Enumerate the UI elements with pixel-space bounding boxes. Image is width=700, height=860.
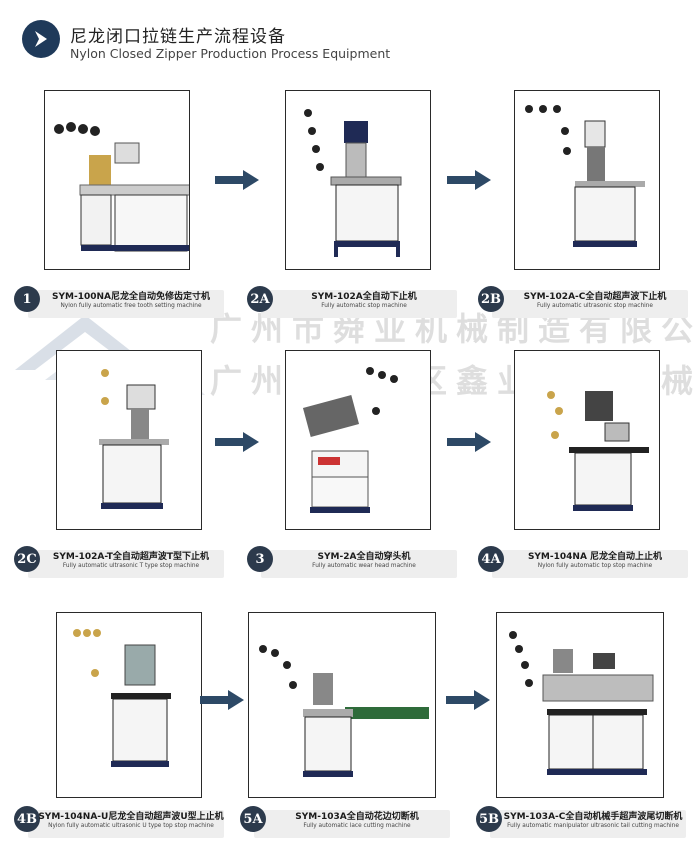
caption-bar [261,290,457,318]
caption-bar [492,550,688,578]
step-caption-3: 3 SYM-2A全自动穿头机 Fully automatic wear head… [247,546,457,580]
caption-bar [490,810,686,838]
step-title: SYM-104NA 尼龙全自动上止机 [527,552,663,562]
arrow-right-icon [215,432,259,452]
step-badge: 1 [14,286,40,312]
step-title: SYM-103A-C全自动机械手超声波尾切断机 [503,812,683,822]
step-subtitle: Fully automatic ultrasonic stop machine [537,303,653,309]
machine-photo-1 [44,90,190,270]
step-title: SYM-100NA尼龙全自动免修齿定寸机 [52,292,210,302]
machine-photo-4b [56,612,202,798]
step-title: SYM-102A-C全自动超声波下止机 [523,292,667,302]
step-title: SYM-102A全自动下止机 [311,292,417,302]
chevron-right-icon [22,20,60,58]
machine-photo-5b [496,612,664,798]
step-caption-4b: 4B SYM-104NA-U尼龙全自动超声波U型上止机 Nylon fully … [14,806,224,840]
step-badge: 4A [478,546,504,572]
caption-bar [28,550,224,578]
step-caption-1: 1 SYM-100NA尼龙全自动免修齿定寸机 Nylon fully autom… [14,286,224,320]
arrow-right-icon [447,170,491,190]
step-title: SYM-103A全自动花边切断机 [295,812,419,822]
step-badge: 5A [240,806,266,832]
step-subtitle: Fully automatic manipulator ultrasonic t… [507,823,679,829]
step-subtitle: Fully automatic ultrasonic T type stop m… [62,563,200,569]
step-caption-5a: 5A SYM-103A全自动花边切断机 Fully automatic lace… [240,806,450,840]
arrow-right-icon [446,690,490,710]
step-caption-5b: 5B SYM-103A-C全自动机械手超声波尾切断机 Fully automat… [476,806,686,840]
caption-bar [261,550,457,578]
machine-photo-4a [514,350,660,530]
step-subtitle: Nylon fully automatic free tooth setting… [60,303,202,309]
step-badge: 2B [478,286,504,312]
step-badge: 2A [247,286,273,312]
arrow-right-icon [447,432,491,452]
step-subtitle: Fully automatic lace cutting machine [303,823,411,829]
page-header: 尼龙闭口拉链生产流程设备 Nylon Closed Zipper Product… [22,18,682,68]
arrow-right-icon [215,170,259,190]
step-title: SYM-104NA-U尼龙全自动超声波U型上止机 [38,812,224,822]
step-subtitle: Nylon fully automatic ultrasonic U type … [48,823,214,829]
machine-photo-2a [285,90,431,270]
arrow-right-icon [200,690,244,710]
step-badge: 3 [247,546,273,572]
step-subtitle: Nylon fully automatic top stop machine [537,563,653,569]
step-title: SYM-102A-T全自动超声波T型下止机 [52,552,210,562]
step-title: SYM-2A全自动穿头机 [317,552,411,562]
step-badge: 4B [14,806,40,832]
step-caption-2b: 2B SYM-102A-C全自动超声波下止机 Fully automatic u… [478,286,688,320]
caption-bar [492,290,688,318]
step-caption-2a: 2A SYM-102A全自动下止机 Fully automatic stop m… [247,286,457,320]
step-caption-2c: 2C SYM-102A-T全自动超声波T型下止机 Fully automatic… [14,546,224,580]
machine-photo-3 [285,350,431,530]
machine-photo-2b [514,90,660,270]
machine-photo-5a [248,612,436,798]
caption-bar [254,810,450,838]
machine-photo-2c [56,350,202,530]
step-subtitle: Fully automatic wear head machine [312,563,416,569]
step-badge: 2C [14,546,40,572]
step-subtitle: Fully automatic stop machine [321,303,407,309]
step-caption-4a: 4A SYM-104NA 尼龙全自动上止机 Nylon fully automa… [478,546,688,580]
step-badge: 5B [476,806,502,832]
page-title: 尼龙闭口拉链生产流程设备 [70,27,286,47]
page-subtitle: Nylon Closed Zipper Production Process E… [70,46,391,61]
caption-bar [28,290,224,318]
caption-bar [28,810,224,838]
